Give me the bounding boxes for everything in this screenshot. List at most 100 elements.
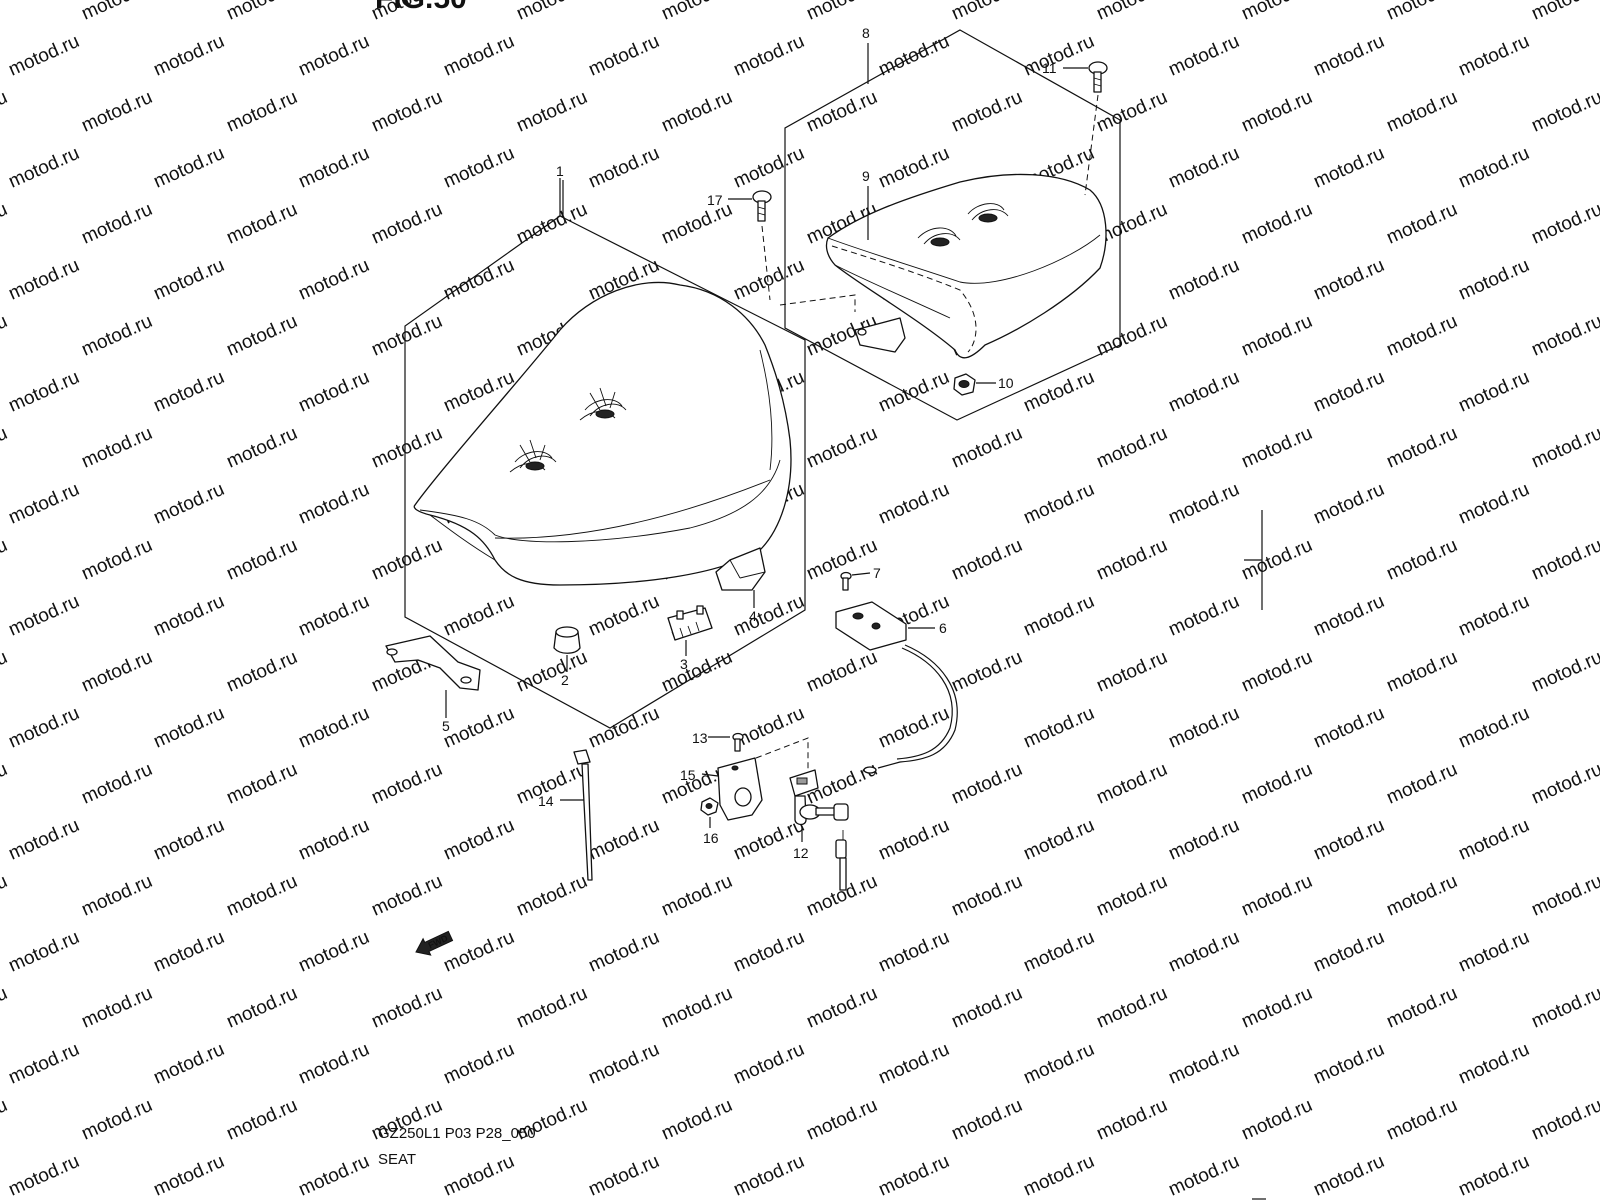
watermark-text: motod.ru	[948, 1095, 1025, 1145]
model-code: GZ250L1 P03 P28_050	[378, 1125, 536, 1142]
watermark-text: motod.ru	[1310, 591, 1387, 641]
watermark-text: motod.ru	[295, 703, 372, 753]
watermark-text: motod.ru	[368, 87, 445, 137]
watermark-text: motod.ru	[658, 199, 735, 249]
watermark-text: motod.ru	[730, 31, 807, 81]
watermark-text: motod.ru	[1238, 871, 1315, 921]
watermark-text: motod.ru	[1020, 927, 1097, 977]
watermark-text: motod.ru	[0, 423, 11, 473]
watermark-text: motod.ru	[0, 311, 11, 361]
watermark-text: motod.ru	[1528, 87, 1600, 137]
watermark-text: motod.ru	[295, 1039, 372, 1089]
watermark-text: motod.ru	[1383, 535, 1460, 585]
watermark-text: motod.ru	[1165, 927, 1242, 977]
cable-part-6	[835, 601, 958, 774]
watermark-text: motod.ru	[1383, 759, 1460, 809]
watermark-text: motod.ru	[368, 311, 445, 361]
watermark-text: motod.ru	[223, 983, 300, 1033]
margin-marker	[1244, 510, 1263, 610]
watermark-text: motod.ru	[875, 927, 952, 977]
watermark-text: motod.ru	[1528, 1095, 1600, 1145]
watermark-text: motod.ru	[1310, 815, 1387, 865]
watermark-text: motod.ru	[1238, 199, 1315, 249]
watermark-text: motod.ru	[1020, 367, 1097, 417]
watermark-text: motod.ru	[295, 1151, 372, 1200]
watermark-text: motod.ru	[5, 143, 82, 193]
watermark-text: motod.ru	[78, 983, 155, 1033]
callout-4: 4	[749, 608, 757, 624]
watermark-text: motod.ru	[1020, 703, 1097, 753]
watermark-text: motod.ru	[0, 647, 11, 697]
watermark-text: motod.ru	[1310, 703, 1387, 753]
figure-title: FIG.50	[375, 0, 467, 15]
watermark-text: motod.ru	[1093, 983, 1170, 1033]
watermark-text: motod.ru	[5, 1039, 82, 1089]
watermark-text: motod.ru	[1455, 143, 1532, 193]
bolt-part-17	[728, 190, 772, 301]
callout-15: 15	[680, 767, 696, 783]
cushion-part-2	[553, 626, 581, 654]
watermark-text: motod.ru	[1093, 311, 1170, 361]
watermark-text: motod.ru	[150, 31, 227, 81]
watermark-text: motod.ru	[1310, 367, 1387, 417]
watermark-text: motod.ru	[1528, 871, 1600, 921]
watermark-text: motod.ru	[585, 815, 662, 865]
watermark-text: motod.ru	[0, 983, 11, 1033]
watermark-text: motod.ru	[1093, 1095, 1170, 1145]
watermark-text: motod.ru	[150, 927, 227, 977]
watermark-text: motod.ru	[1238, 647, 1315, 697]
watermark-text: motod.ru	[1020, 815, 1097, 865]
watermark-text: motod.ru	[875, 1151, 952, 1200]
watermark-text: motod.ru	[1310, 31, 1387, 81]
watermark-text: motod.ru	[78, 199, 155, 249]
watermark-text: motod.ru	[730, 1039, 807, 1089]
watermark-text: motod.ru	[1020, 1039, 1097, 1089]
watermark-text: motod.ru	[1165, 255, 1242, 305]
watermark-text: motod.ru	[658, 871, 735, 921]
watermark-text: motod.ru	[875, 143, 952, 193]
watermark-text: motod.ru	[1165, 1039, 1242, 1089]
pillion-seat	[779, 173, 1107, 359]
watermark-text: motod.ru	[368, 423, 445, 473]
callout-1: 1	[556, 163, 564, 179]
watermark-text: motod.ru	[948, 983, 1025, 1033]
callout-9: 9	[862, 168, 870, 184]
watermark-text: motod.ru	[658, 0, 735, 25]
bracket-part-5	[385, 635, 481, 718]
watermark-text: motod.ru	[585, 31, 662, 81]
watermark-text: motod.ru	[440, 143, 517, 193]
watermark-text: motod.ru	[730, 927, 807, 977]
watermark-text: motod.ru	[368, 199, 445, 249]
watermark-text: motod.ru	[1238, 1095, 1315, 1145]
watermark-text: motod.ru	[513, 983, 590, 1033]
watermark-text: motod.ru	[5, 255, 82, 305]
watermark-text: motod.ru	[0, 1095, 11, 1145]
watermark-text: motod.ru	[1310, 927, 1387, 977]
watermark-text: motod.ru	[1165, 703, 1242, 753]
watermark-text: motod.ru	[295, 143, 372, 193]
watermark-text: motod.ru	[1238, 423, 1315, 473]
main-seat	[413, 281, 792, 591]
watermark-text: motod.ru	[368, 871, 445, 921]
watermark-text: motod.ru	[1455, 255, 1532, 305]
watermark-text: motod.ru	[1383, 87, 1460, 137]
watermark-text: motod.ru	[1165, 1151, 1242, 1200]
watermark-text: motod.ru	[0, 871, 11, 921]
watermark-text: motod.ru	[78, 535, 155, 585]
callout-17: 17	[707, 192, 723, 208]
watermark-text: motod.ru	[730, 703, 807, 753]
watermark-text: motod.ru	[1455, 1039, 1532, 1089]
watermark-text: motod.ru	[150, 1151, 227, 1200]
watermark-text: motod.ru	[585, 1039, 662, 1089]
watermark-text: motod.ru	[1238, 311, 1315, 361]
watermark-text: motod.ru	[295, 927, 372, 977]
watermark-text: motod.ru	[440, 31, 517, 81]
watermark-text: motod.ru	[440, 1151, 517, 1200]
watermark-text: motod.ru	[1238, 0, 1315, 25]
callout-8: 8	[862, 25, 870, 41]
watermark-text: motod.ru	[1528, 311, 1600, 361]
watermark-text: motod.ru	[875, 367, 952, 417]
watermark-text: motod.ru	[585, 927, 662, 977]
watermark-text: motod.ru	[730, 143, 807, 193]
group-frame-pillion	[784, 29, 1121, 421]
